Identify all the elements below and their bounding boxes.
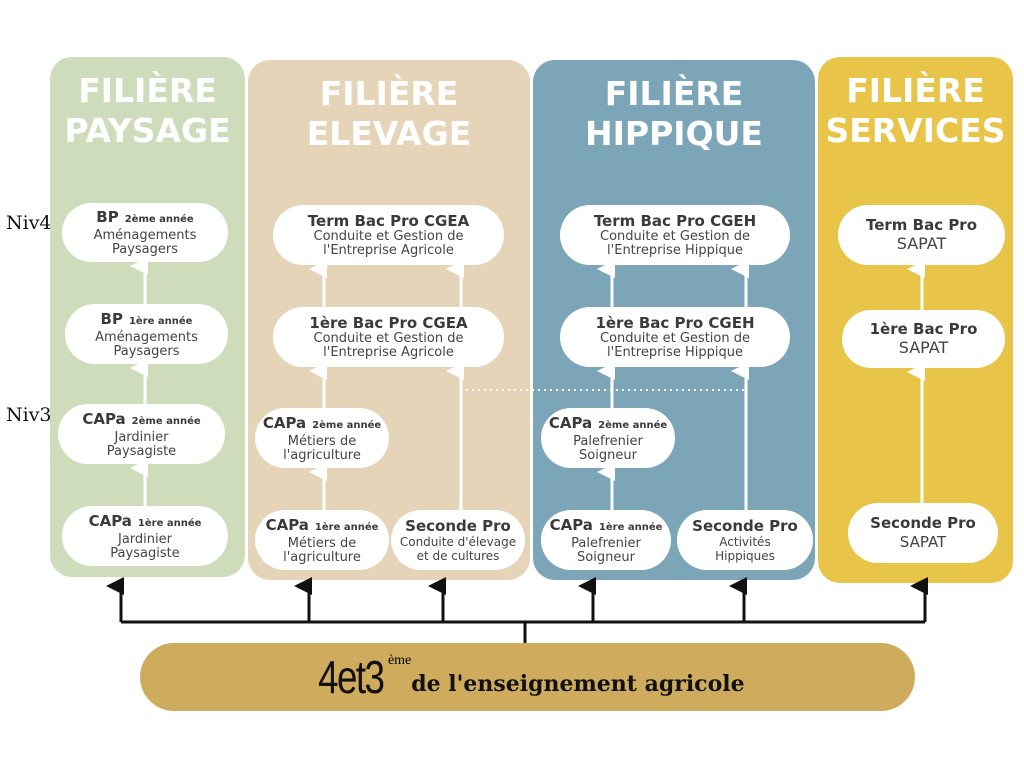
level-niv3: Niv3 (6, 404, 52, 426)
bottom-origin-banner: 4et3 ème de l'enseignement agricole (140, 643, 915, 711)
bottom-superscript: ème (387, 653, 412, 668)
bottom-text: de l'enseignement agricole (411, 671, 745, 697)
bottom-grade-label: 4et3 (318, 651, 386, 703)
level-niv4: Niv4 (6, 212, 52, 234)
